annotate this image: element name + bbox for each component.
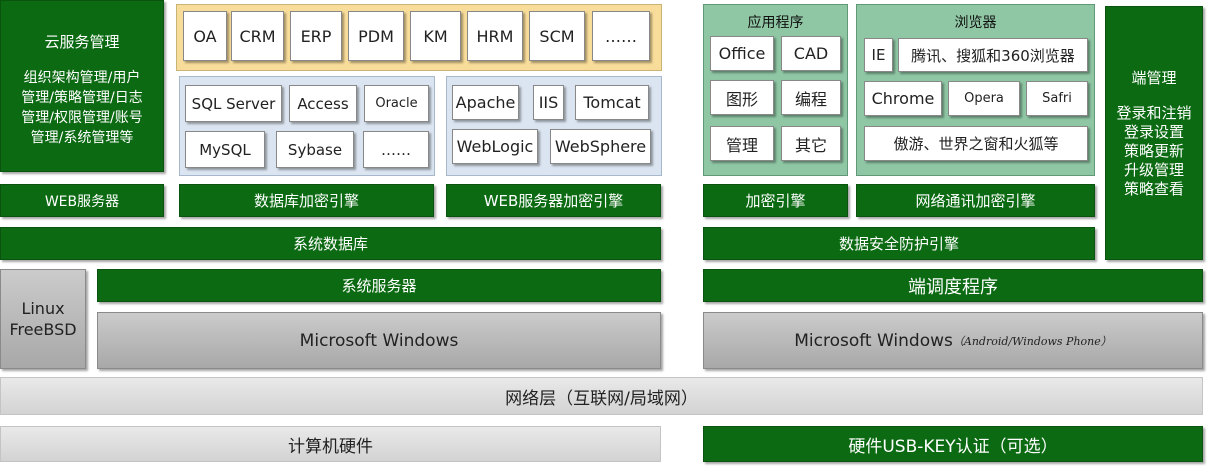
applications-title: 应用程序: [747, 15, 804, 31]
browser-tencent-sohu-360: 腾讯、搜狐和360浏览器: [898, 38, 1088, 72]
endpoint-management-title: 端管理: [1131, 69, 1177, 87]
app-hrm: HRM: [467, 11, 523, 61]
browser-maxthon-theworld-firefox: 傲游、世界之窗和火狐等: [864, 126, 1088, 161]
system-database-bar: 系统数据库: [0, 227, 661, 260]
encrypt-engine-bar: 加密引擎: [703, 184, 848, 217]
app-crm: CRM: [231, 11, 284, 61]
endpoint-line-login-settings: 登录设置: [1123, 123, 1184, 141]
app-cad: CAD: [781, 36, 841, 71]
app-other: 其它: [781, 126, 841, 161]
app-office: Office: [710, 36, 774, 71]
browser-opera: Opera: [948, 81, 1020, 116]
db-more: ……: [363, 131, 429, 168]
computer-hardware-bar: 计算机硬件: [0, 426, 661, 462]
ms-windows-client-box: Microsoft Windows （Android/Windows Phone…: [703, 312, 1203, 369]
endpoint-line-upgrade-management: 升级管理: [1123, 161, 1184, 179]
web-encrypt-engine-bar: WEB服务器加密引擎: [446, 184, 661, 217]
app-graphics: 图形: [710, 80, 774, 115]
endpoint-line-policy-update: 策略更新: [1123, 142, 1184, 160]
endpoint-management-panel: 端管理 登录和注销 登录设置 策略更新 升级管理 策略查看: [1105, 6, 1203, 260]
web-server-bar: WEB服务器: [0, 184, 164, 217]
cloud-management-line-2: 管理/策略管理/日志: [21, 90, 143, 106]
ms-windows-server-box: Microsoft Windows: [97, 312, 661, 369]
cloud-management-panel: 云服务管理 组织架构管理/用户 管理/策略管理/日志 管理/权限管理/账号 管理…: [0, 0, 164, 172]
web-apache: Apache: [452, 85, 519, 120]
linux-label: Linux: [21, 299, 65, 318]
browser-safari: Safri: [1026, 81, 1088, 116]
db-sql-server: SQL Server: [185, 85, 282, 122]
endpoint-line-login-logout: 登录和注销: [1116, 104, 1192, 122]
db-access: Access: [289, 85, 357, 122]
app-more: ……: [592, 11, 650, 61]
linux-freebsd-box: Linux FreeBSD: [0, 269, 86, 369]
cloud-management-title: 云服务管理: [44, 33, 120, 51]
freebsd-label: FreeBSD: [9, 320, 77, 339]
db-sybase: Sybase: [276, 131, 354, 168]
app-scm: SCM: [529, 11, 585, 61]
cloud-management-line-3: 管理/权限管理/账号: [21, 110, 143, 126]
app-pdm: PDM: [348, 11, 404, 61]
app-erp: ERP: [290, 11, 342, 61]
cloud-management-line-4: 管理/系统管理等: [30, 130, 134, 146]
browser-ie: IE: [864, 38, 893, 72]
endpoint-line-policy-view: 策略查看: [1123, 180, 1184, 198]
web-weblogic: WebLogic: [452, 129, 538, 164]
network-layer-bar: 网络层（互联网/局域网）: [0, 377, 1203, 415]
app-management: 管理: [710, 126, 774, 161]
browsers-title: 浏览器: [954, 15, 997, 31]
web-iis: IIS: [533, 85, 564, 120]
usb-key-auth-bar: 硬件USB-KEY认证（可选）: [703, 426, 1203, 462]
web-tomcat: Tomcat: [575, 85, 649, 120]
ms-windows-client-note: （Android/Windows Phone）: [952, 334, 1112, 348]
endpoint-scheduler-bar: 端调度程序: [703, 269, 1203, 302]
app-oa: OA: [183, 11, 227, 61]
network-encrypt-engine-bar: 网络通讯加密引擎: [856, 184, 1095, 217]
data-security-engine-bar: 数据安全防护引擎: [703, 227, 1095, 260]
db-oracle: Oracle: [364, 85, 429, 122]
web-websphere: WebSphere: [550, 129, 651, 164]
system-server-bar: 系统服务器: [97, 269, 661, 302]
app-programming: 编程: [781, 80, 841, 115]
browser-chrome: Chrome: [864, 81, 942, 116]
db-encrypt-engine-bar: 数据库加密引擎: [179, 184, 434, 217]
db-mysql: MySQL: [185, 131, 265, 168]
cloud-management-line-1: 组织架构管理/用户: [23, 70, 141, 86]
ms-windows-client-label: Microsoft Windows: [794, 330, 953, 351]
app-km: KM: [410, 11, 461, 61]
